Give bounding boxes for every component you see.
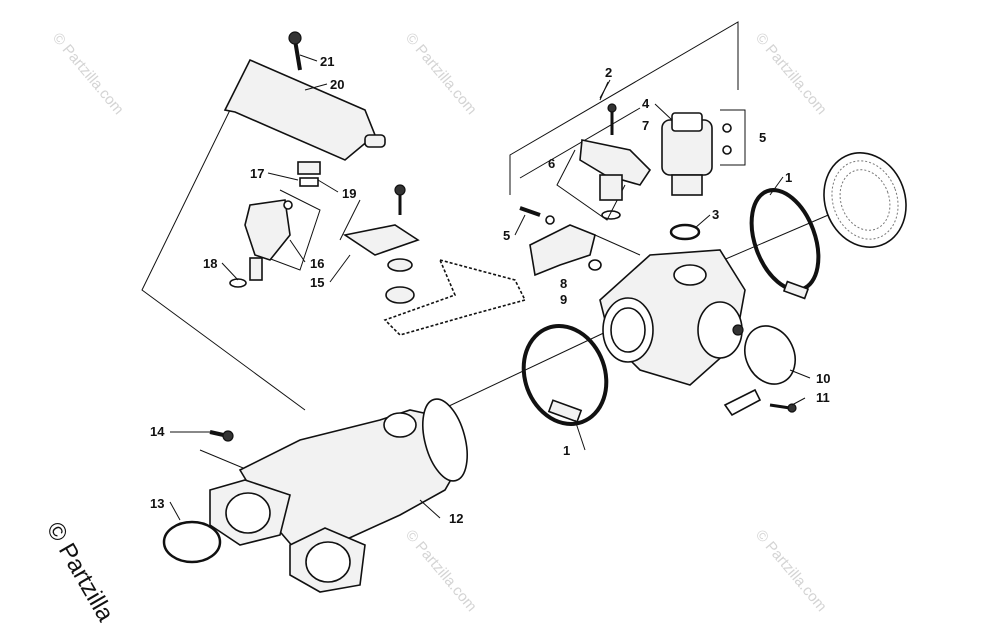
fuel-rail bbox=[223, 31, 386, 161]
tps-sensor bbox=[529, 224, 602, 277]
clamp-upper bbox=[749, 188, 821, 300]
callout-9: 9 bbox=[560, 292, 567, 307]
callout-8: 8 bbox=[560, 276, 567, 291]
map-sensor bbox=[579, 103, 652, 220]
callout-14: 14 bbox=[150, 424, 165, 439]
callout-5a: 5 bbox=[759, 130, 766, 145]
clamp-lower bbox=[521, 324, 609, 426]
callout-17: 17 bbox=[250, 166, 264, 181]
callout-20: 20 bbox=[330, 77, 344, 92]
watermark-5: © Partzilla.com bbox=[752, 527, 830, 615]
callout-11: 11 bbox=[816, 390, 830, 405]
callout-2: 2 bbox=[605, 65, 612, 80]
watermark-3: © Partzilla.com bbox=[752, 30, 830, 118]
callout-7: 7 bbox=[642, 118, 649, 133]
callout-5b: 5 bbox=[503, 228, 510, 243]
watermark-1: © Partzilla.com bbox=[49, 30, 127, 118]
o-ring-manifold bbox=[162, 520, 222, 564]
callout-3: 3 bbox=[712, 207, 719, 222]
fuel-injector bbox=[229, 161, 321, 288]
brand-label: © Partzilla bbox=[41, 518, 120, 625]
callout-1b: 1 bbox=[563, 443, 570, 458]
cover-part bbox=[723, 325, 796, 417]
callout-13: 13 bbox=[150, 496, 164, 511]
callout-19: 19 bbox=[342, 186, 356, 201]
callout-6: 6 bbox=[548, 156, 555, 171]
bolt-tps bbox=[519, 206, 555, 225]
callout-15: 15 bbox=[310, 275, 324, 290]
watermark-2: © Partzilla.com bbox=[402, 30, 480, 118]
callout-16: 16 bbox=[310, 256, 324, 271]
callout-1a: 1 bbox=[785, 170, 792, 185]
bolt-cover bbox=[769, 403, 797, 413]
callout-18: 18 bbox=[203, 256, 217, 271]
callout-4: 4 bbox=[642, 96, 650, 111]
watermark-4: © Partzilla.com bbox=[402, 527, 480, 615]
o-ring-iac bbox=[669, 223, 701, 241]
leader-lines bbox=[169, 54, 811, 521]
assembly-lines bbox=[141, 21, 841, 476]
iac-motor bbox=[661, 112, 732, 196]
intake-manifold bbox=[209, 398, 468, 593]
callout-12: 12 bbox=[449, 511, 463, 526]
callout-labels: 1 1 2 3 4 5 5 6 7 8 9 10 11 12 13 14 15 … bbox=[150, 54, 830, 526]
bolt-manifold bbox=[209, 430, 234, 442]
air-boot bbox=[823, 152, 907, 248]
mount-bracket bbox=[342, 184, 527, 336]
callout-21: 21 bbox=[320, 54, 334, 69]
callout-10: 10 bbox=[816, 371, 830, 386]
throttle-body bbox=[599, 249, 746, 386]
